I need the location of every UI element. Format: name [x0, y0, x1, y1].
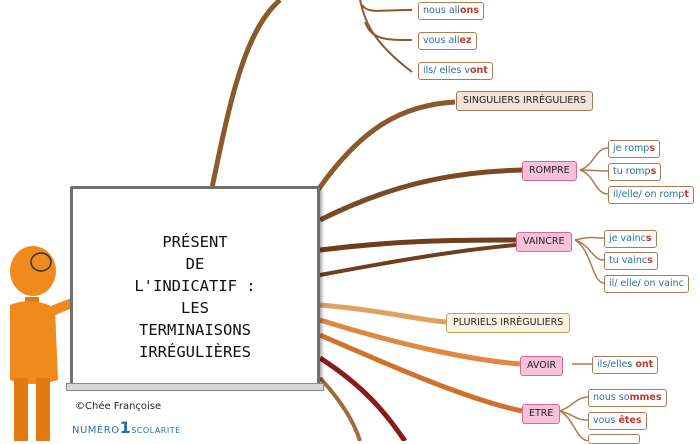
vaincre-form-il: il/ elle/ on vainc: [604, 275, 689, 293]
etre-form-vous: vous êtes: [588, 412, 647, 430]
vaincre-form-tu: tu vaincs: [604, 252, 658, 270]
branch-bottom-2: [318, 376, 362, 441]
branch-avoir: [319, 317, 521, 367]
logo: NUMÉRO1SCOLARITÉ: [72, 418, 181, 437]
aller-form-nous: nous allons: [418, 2, 484, 20]
etre-node: ETRE: [522, 404, 561, 424]
rompre-form-je: je romps: [608, 140, 660, 158]
whiteboard: PRÉSENT DE L'INDICATIF : LES TERMINAISON…: [70, 186, 320, 386]
branch-bottom-1: [318, 355, 408, 441]
etre-form-nous: nous sommes: [588, 389, 667, 407]
page-title: PRÉSENT DE L'INDICATIF : LES TERMINAISON…: [134, 233, 256, 361]
branch-singuliers: [315, 99, 456, 192]
rompre-form-il: il/elle/ on rompt: [608, 186, 694, 204]
branch-rompre: [318, 167, 523, 223]
branch-pluriels: [319, 302, 447, 325]
singuliers-node: SINGULIERS IRRÉGULIERS: [456, 91, 594, 111]
branch-vaincre: [319, 237, 517, 253]
pluriels-node: PLURIELS IRRÉGULIERS: [446, 313, 571, 333]
rompre-node: ROMPRE: [522, 161, 577, 181]
whiteboard-tray: [66, 383, 324, 391]
vaincre-node: VAINCRE: [516, 232, 572, 252]
branch-aller: [209, 0, 282, 189]
vaincre-form-je: je vaincs: [604, 230, 657, 248]
rompre-form-tu: tu romps: [608, 163, 662, 181]
aller-form-vous: vous allez: [418, 32, 477, 50]
branch-etre: [318, 332, 523, 414]
etre-form-cut: [588, 434, 640, 444]
avoir-form-ils: ils/elles ont: [592, 356, 659, 374]
branch-vaincre-lower: [319, 243, 517, 277]
avoir-node: AVOIR: [520, 356, 564, 376]
credit-text: ©Chée Françoise: [75, 401, 162, 412]
aller-form-ils: ils/ elles vont: [418, 62, 493, 80]
